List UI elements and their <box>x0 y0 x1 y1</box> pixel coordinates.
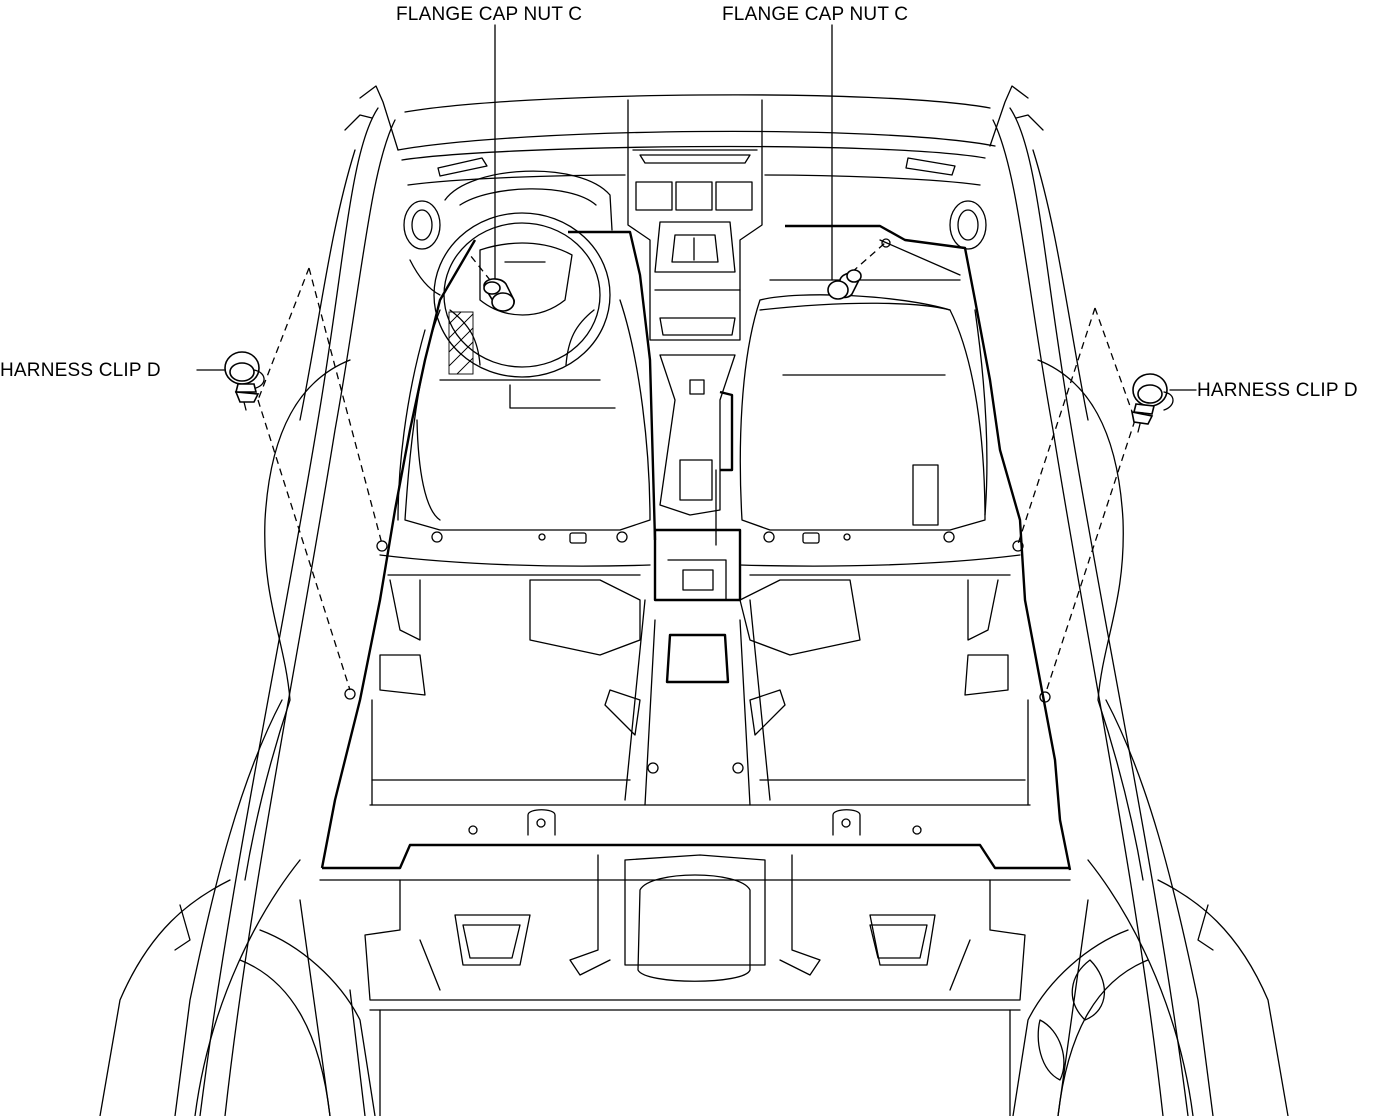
flange-cap-nut-right-label: FLANGE CAP NUT C <box>722 4 909 25</box>
harness-clip-right-part <box>1130 373 1174 433</box>
harness-clip-left-part <box>224 351 265 411</box>
right-front-seat-area <box>739 239 988 531</box>
left-front-seat-area <box>397 299 651 531</box>
floor-carpet-outline <box>320 224 1072 871</box>
rear-floor <box>319 854 1071 1116</box>
windshield-frame <box>359 85 1029 151</box>
center-console <box>627 99 763 546</box>
left-pillar-and-sill <box>99 107 396 1116</box>
right-pillar-and-sill <box>992 107 1289 1116</box>
leader-lines <box>196 24 1197 391</box>
flange-cap-nut-right-part <box>827 269 862 300</box>
dashboard <box>401 145 987 296</box>
flange-cap-nut-left-label: FLANGE CAP NUT C <box>396 4 583 25</box>
flange-cap-nut-left-part <box>483 278 515 312</box>
steering-wheel <box>433 212 611 378</box>
harness-clip-right-label: HARNESS CLIP D <box>1197 380 1358 401</box>
installation-dashed-lines <box>257 242 1136 693</box>
mounting-holes <box>344 238 1051 836</box>
harness-clip-left-label: HARNESS CLIP D <box>0 360 161 381</box>
floor-panels <box>369 528 1031 806</box>
